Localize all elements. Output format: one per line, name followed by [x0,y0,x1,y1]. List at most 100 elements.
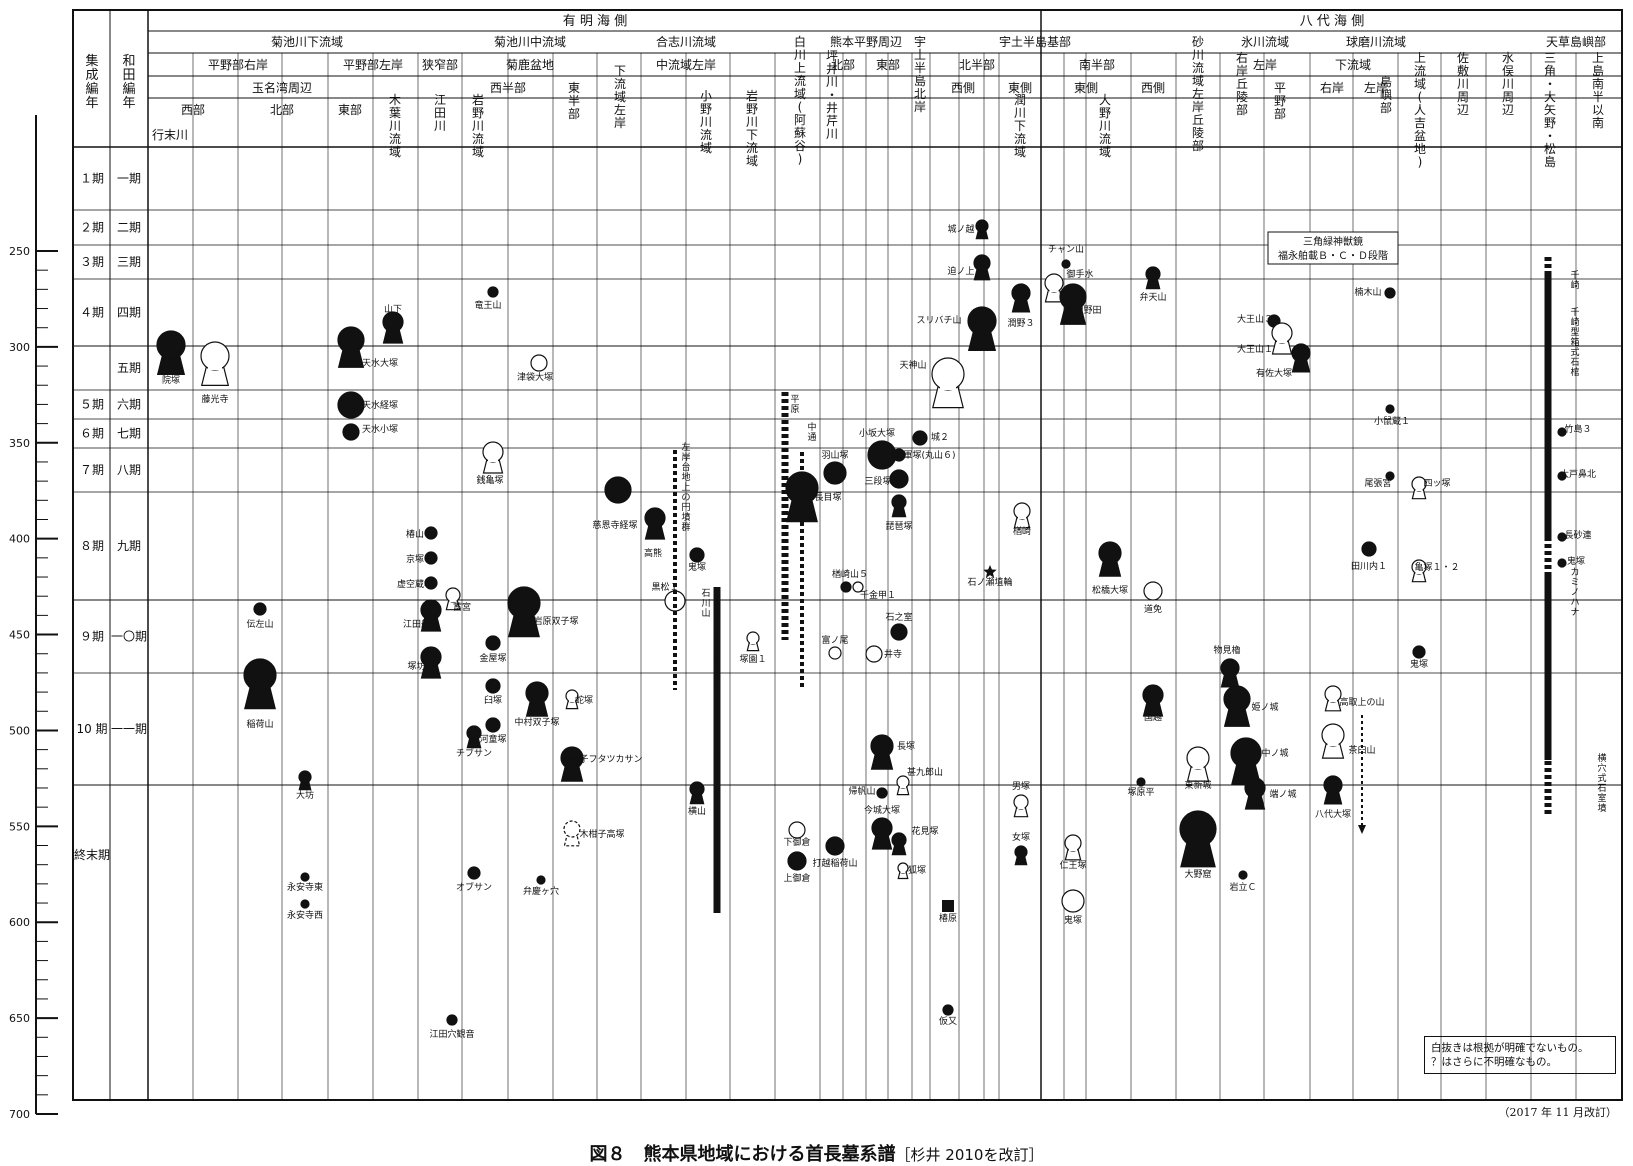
region-header-uto-north-char: 岸 [914,100,926,114]
tomb-name-label: 小坂大塚 [859,427,895,439]
tomb-round-marker [1143,581,1163,601]
tomb-keyhole-marker [507,586,541,638]
tomb-round-marker [253,602,267,616]
tomb-keyhole-marker [1098,541,1122,577]
tomb-keyhole-marker [1064,834,1082,861]
sub3-header-ono-river-char: 大 [1099,93,1111,107]
region-header-sunagawa-char: 域 [1192,74,1204,88]
tomb-round-marker [1557,532,1567,542]
region-header: 合志川流域 [656,34,716,49]
sub-header-lower-left-char: 左 [614,102,626,117]
keyhole-round-part [644,507,666,529]
sub3-header: 東部 [338,102,362,117]
region-header-aso-char: 流 [794,74,806,88]
tomb-name-label: 石之室 [885,611,912,623]
figure-caption: 図８ 熊本県地域における首長墓系譜［杉井 2010を改訂］ [0,1140,1633,1166]
scale-tick-label: 650 [9,1012,30,1025]
tomb-keyhole-marker [1013,502,1031,529]
sub3-header-iwano-char: 野 [472,106,484,120]
keyhole-round-part [891,494,907,510]
period-wada-label: 一期 [117,172,141,186]
tomb-round-marker [300,899,310,909]
sub2-header-east-char: 半 [568,94,580,108]
seiri-header-char: 集 [85,53,98,69]
tomb-round-marker [1385,404,1395,414]
hirahara-label-char: 原 [790,404,799,415]
tomb-name-label: 木柑子高塚 [579,828,624,840]
keyhole-round-part [1230,737,1262,769]
tomb-name-label: 銭亀塚 [476,474,503,486]
sub3-header-eta-char: 田 [434,106,446,120]
senzaki-type-label-char: 棺 [1570,366,1579,378]
tomb-name-label: 田川内１ [1351,560,1387,572]
tomb-name-label: 岩立Ｃ [1229,881,1256,893]
scale-tick-label: 400 [9,533,30,546]
sub-header-upper-char: ) [1418,155,1423,169]
tomb-name-label: 小鼠蔵１ [1374,415,1410,427]
tomb-round-marker [424,551,438,565]
sub-header-right-hill-char: 陵 [1236,90,1248,104]
tomb-name-label: チブサン [456,747,492,759]
keyhole-join [750,640,756,644]
tomb-name-label: 帰帆山 [848,785,875,797]
sub-region-header: 下流域 [1335,58,1371,72]
keyhole-round-part [560,746,584,770]
left-bank-group-label-char: 群 [681,521,690,533]
keyhole-join [488,456,498,462]
tomb-keyhole-marker [689,781,705,805]
sub-header-misumi-char: 野 [1544,116,1556,130]
region-header: 天草島嶼部 [1546,34,1606,49]
legend-note: 白抜きは根拠が明確でないもの。 ？はさらに不明確なもの。 [1424,1036,1616,1074]
senzaki-type-label-char: 崎 [1570,316,1579,328]
tomb-keyhole-marker [896,775,910,796]
tomb-name-label: 石ノ瀬埴輪 [967,576,1012,588]
tomb-keyhole-marker [1244,777,1266,810]
sub2-header: 左岸 [1364,80,1388,95]
tomb-round-marker [1238,870,1248,880]
tomb-name-label: 院塚 [162,374,180,386]
sub3-header-iwano-lower-char: 岩 [746,88,758,103]
region-header-aso-char: 上 [794,61,806,75]
ishikawa-sequence-number: 6 [714,682,720,692]
sub-header-upper-char: 人 [1414,103,1426,117]
tomb-keyhole-marker [1323,775,1343,805]
tomb-keyhole-marker [891,494,907,518]
sub-header-kamishima-char: 島 [1592,63,1604,78]
keyhole-round-part [420,599,442,621]
tomb-name-label: 富ノ尾 [821,634,848,646]
seiri-header-char: 編 [85,81,98,97]
tomb-name-label: 有佐大塚 [1256,367,1292,379]
tomb-name-label: 黒松１ [651,581,678,593]
tomb-name-label: 今城大塚 [864,804,900,816]
ishikawa-label-char: 川 [701,599,710,609]
period-wada-label: 一〇期 [111,630,147,644]
left-bank-group-label-char: 台 [681,461,690,473]
tomb-round-marker [912,430,928,446]
region-header-sunagawa-char: 砂 [1192,35,1204,49]
keyhole-round-part [870,734,894,758]
sub-header-tsuboi-char: ・ [826,88,838,102]
tomb-name-label: 楢崎山５ [832,568,868,580]
sub2-header-island-char: 島 [1380,74,1392,89]
seiri-header-char: 年 [85,96,98,111]
period-wada-label: 四期 [117,306,141,320]
tomb-keyhole-marker [1142,684,1164,717]
tomb-name-label: 高取上の山 [1339,696,1384,708]
tomb-name-label: 将軍塚(丸山６) [894,449,955,461]
scale-tick-label: 350 [9,437,30,450]
tomb-name-label: 男塚 [1012,781,1030,792]
ishikawa-sequence-number: 7 [714,657,720,667]
sub2-header-plain-char: 野 [1274,94,1286,108]
keyhole-round-part [382,311,404,333]
sub3-header: 北部 [270,102,294,117]
left-bank-group-label-char: 墳 [681,511,690,523]
region-header-minamata-char: 川 [1502,77,1514,91]
tomb-name-label: 弁天山 [1139,291,1166,303]
caption-main: 図８ 熊本県地域における首長墓系譜 [589,1144,896,1165]
period-seiri-label: １期 [80,172,104,186]
tomb-name-label: 千金甲１ [860,589,896,601]
sub-header-kamishima-char: 上 [1592,51,1604,65]
